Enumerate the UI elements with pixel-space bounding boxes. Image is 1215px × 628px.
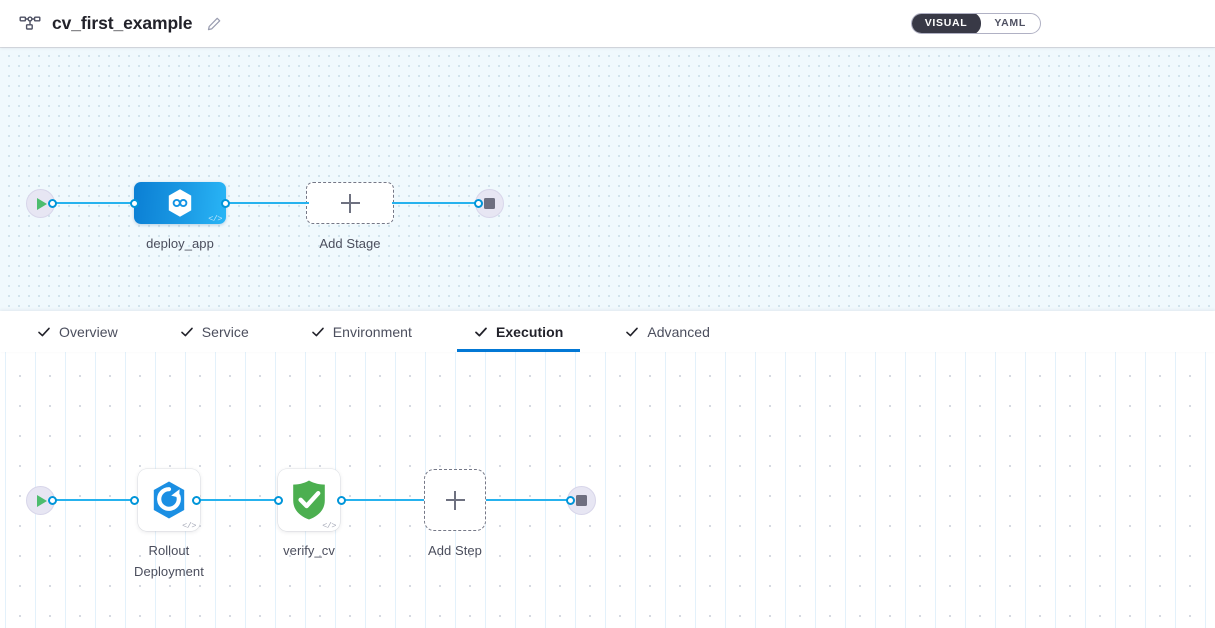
stage-node-add-stage[interactable]: Add Stage (306, 182, 394, 254)
step-node-verify-cv[interactable]: </> verify_cv (278, 469, 340, 561)
view-toggle-yaml[interactable]: YAML (980, 14, 1040, 33)
stage-link-deploy-to-add (224, 202, 309, 204)
stage-start-port[interactable] (48, 199, 57, 208)
pencil-edit-icon[interactable] (206, 16, 222, 32)
step-start-port[interactable] (48, 496, 57, 505)
tab-overview-label: Overview (59, 323, 118, 340)
pipeline-nodes-icon (19, 13, 41, 35)
step-verify-in-port[interactable] (274, 496, 283, 505)
step-code-badge-verify: </> (322, 520, 336, 531)
stage-config-tabs[interactable]: Overview Service Environment Execution A (0, 311, 1215, 352)
tab-service-label: Service (201, 323, 249, 340)
add-stage-label: Add Stage (319, 236, 381, 251)
stop-square-icon (576, 495, 587, 506)
add-stage-button[interactable] (306, 182, 394, 224)
play-icon (37, 197, 47, 210)
check-icon (311, 325, 325, 339)
stage-end-port[interactable] (474, 199, 483, 208)
check-icon (180, 325, 194, 339)
plus-icon (340, 193, 360, 213)
stage-deploy-out-port[interactable] (221, 199, 230, 208)
page-title: cv_first_example (52, 13, 193, 33)
app-header: cv_first_example VISUAL YAML (0, 0, 1215, 47)
view-toggle-visual[interactable]: VISUAL (911, 14, 982, 33)
step-label-rollout: Rollout Deployment (134, 543, 204, 579)
step-card-verify[interactable]: </> (278, 469, 340, 531)
check-icon (625, 325, 639, 339)
step-link-start-to-rollout (52, 499, 136, 501)
tab-environment[interactable]: Environment (294, 311, 429, 352)
stage-link-start-to-deploy (52, 202, 136, 204)
step-card-rollout[interactable]: </> (137, 469, 200, 531)
stage-node-label: deploy_app (146, 236, 214, 251)
plus-icon (445, 490, 465, 510)
step-end-node[interactable] (567, 486, 596, 515)
stop-square-icon (484, 198, 495, 209)
tab-environment-label: Environment (332, 323, 412, 340)
add-step-button[interactable] (424, 469, 486, 531)
step-end-port[interactable] (566, 496, 575, 505)
step-node-add-step[interactable]: Add Step (424, 469, 486, 561)
step-node-rollout-deployment[interactable]: </> Rollout Deployment (134, 469, 204, 582)
tab-overview[interactable]: Overview (20, 311, 135, 352)
harness-cd-hexagon-icon (166, 188, 194, 218)
stage-node-box[interactable]: </> (134, 182, 226, 224)
check-icon (474, 325, 488, 339)
execution-steps-canvas[interactable]: </> Rollout Deployment </> verify_cv (0, 352, 1215, 628)
k8s-rollout-hexagon-icon (150, 480, 188, 520)
step-link-rollout-to-verify (196, 499, 282, 501)
tab-execution-label: Execution (495, 323, 564, 340)
header-left-group: cv_first_example (0, 13, 222, 35)
step-rollout-in-port[interactable] (130, 496, 139, 505)
tab-service[interactable]: Service (163, 311, 266, 352)
step-link-add-to-end (486, 499, 572, 501)
check-icon (37, 325, 51, 339)
stage-deploy-in-port[interactable] (130, 199, 139, 208)
add-step-label: Add Step (428, 543, 482, 558)
header-right-group: VISUAL YAML (910, 13, 1215, 34)
stage-graph-canvas[interactable]: </> deploy_app Add Stage (0, 47, 1215, 311)
green-shield-check-icon (290, 479, 328, 521)
tab-advanced[interactable]: Advanced (608, 311, 727, 352)
step-link-verify-to-add (341, 499, 424, 501)
step-rollout-out-port[interactable] (192, 496, 201, 505)
tab-advanced-label: Advanced (647, 323, 710, 340)
play-icon (37, 494, 47, 507)
step-verify-out-port[interactable] (337, 496, 346, 505)
stage-node-deploy-app[interactable]: </> deploy_app (134, 182, 226, 254)
step-label-verify: verify_cv (283, 543, 335, 558)
view-mode-toggle[interactable]: VISUAL YAML (910, 13, 1041, 34)
stage-code-badge: </> (208, 213, 222, 224)
step-code-badge-rollout: </> (182, 520, 196, 531)
tab-execution[interactable]: Execution (456, 311, 581, 352)
stage-link-add-to-end (392, 202, 482, 204)
